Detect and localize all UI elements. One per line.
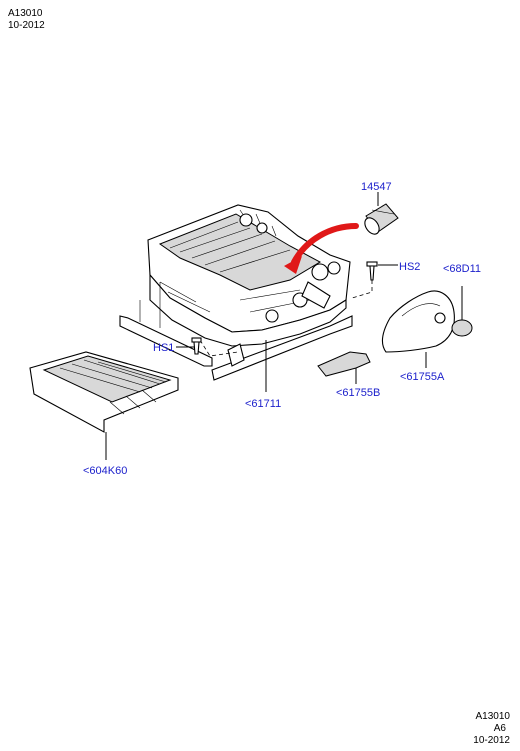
part-61755b-handle bbox=[317, 351, 371, 384]
label-hs2: HS2 bbox=[399, 261, 420, 273]
header-code: A13010 bbox=[8, 8, 43, 19]
part-14547 bbox=[364, 192, 399, 235]
label-61755b: <61755B bbox=[336, 387, 380, 399]
label-604k60: <604K60 bbox=[83, 465, 127, 477]
footer-code: A13010 bbox=[475, 711, 510, 722]
label-hs1: HS1 bbox=[153, 342, 174, 354]
seat-frame-assembly bbox=[119, 204, 373, 381]
screw-hs2 bbox=[366, 261, 398, 281]
footer-date: 10-2012 bbox=[473, 735, 510, 746]
part-68d11-knob bbox=[451, 286, 473, 337]
part-604k60-front-panel bbox=[29, 351, 179, 460]
label-14547: 14547 bbox=[361, 181, 392, 193]
screw-hs1 bbox=[176, 337, 202, 355]
label-68d11: <68D11 bbox=[443, 263, 481, 275]
label-61755a: <61755A bbox=[400, 371, 445, 383]
footer-page: A6 bbox=[493, 723, 506, 734]
red-arrow-indicator bbox=[284, 223, 359, 274]
header-block: A13010 10-2012 bbox=[8, 8, 45, 32]
footer-block: A13010 A6 10-2012 bbox=[473, 711, 510, 747]
part-61755a-trim-cover bbox=[381, 290, 455, 368]
header-date: 10-2012 bbox=[8, 20, 45, 31]
label-61711: <61711 bbox=[245, 398, 281, 410]
